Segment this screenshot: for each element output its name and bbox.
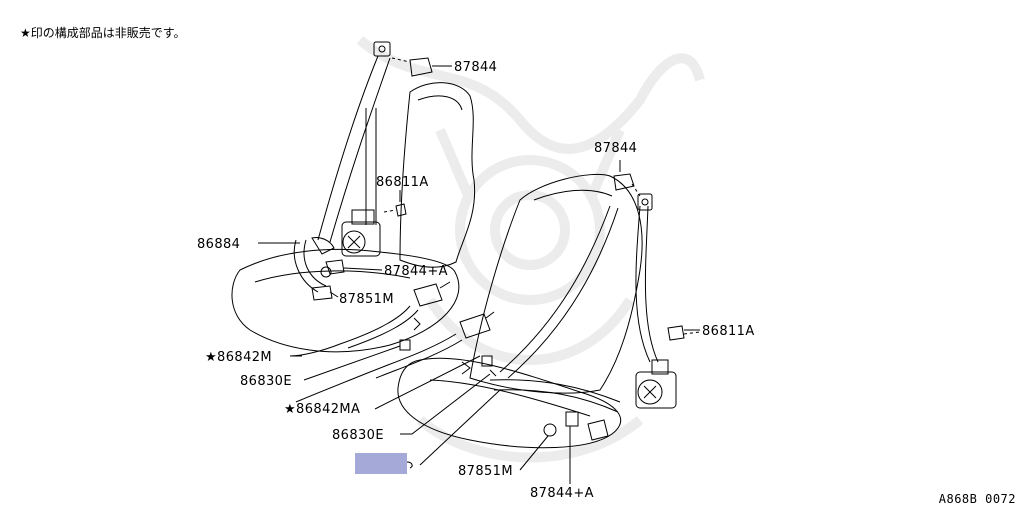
label-87844-right: 87844 [594,141,637,156]
label-86830e-left: 86830E [240,374,292,389]
label-86842ma: ★86842MA [284,402,360,417]
label-87851m-right: 87851M [458,464,513,479]
left-hardware [289,41,451,357]
watermark-emblem [356,36,705,463]
right-seat [397,173,643,449]
label-87851m-left: 87851M [339,292,394,307]
left-belt-webbing [293,55,391,293]
label-86884: 86884 [197,237,240,252]
right-hardware [295,173,701,441]
label-86811a-right: 86811A [702,324,755,339]
left-retractor [341,209,381,257]
part-labels: 87844 86811A 86884 87844+A 87851M ★86842… [197,60,755,501]
label-86811a-left: 86811A [376,175,429,190]
label-86830e-right: 86830E [332,428,384,443]
highlight-box [355,453,407,474]
diagram-code: A868B 0072 [938,492,1016,506]
leader-lines [258,65,700,484]
label-87844a-right: 87844+A [530,486,594,501]
label-86842m: ★86842M [205,350,272,365]
label-87844-top: 87844 [454,60,497,75]
right-belt-webbing [489,205,659,413]
label-87844a-left: 87844+A [384,264,448,279]
non-sale-note: ★印の構成部品は非販売です。 [20,26,186,40]
